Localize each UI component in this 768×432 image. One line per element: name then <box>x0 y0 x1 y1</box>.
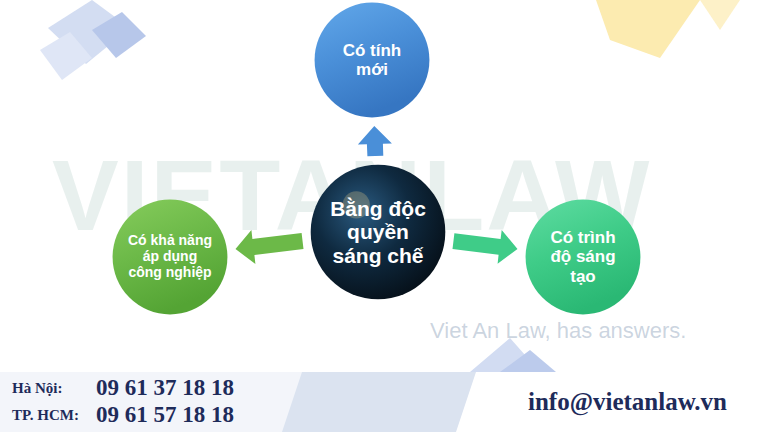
phone-number: 09 61 57 18 18 <box>96 402 234 428</box>
phone-number: 09 61 37 18 18 <box>96 375 234 401</box>
bottom-triangles <box>470 338 556 372</box>
corner-diamond <box>596 0 740 58</box>
criterion-circle: Có khả năng áp dụng công nghiệp <box>112 199 228 315</box>
email-address: info@vietanlaw.vn <box>528 388 727 416</box>
corner-squares <box>40 0 146 80</box>
circle-fill <box>113 200 228 315</box>
node-label: Có khả năng áp dụng công nghiệp <box>128 233 212 280</box>
patent-circle: Bằng độc quyền sáng chế <box>310 164 446 300</box>
watermark-slogan: Viet An Law, has answers. <box>430 318 686 344</box>
circle-fill <box>526 200 641 315</box>
criterion-circle: Có trình độ sáng tạo <box>525 199 641 315</box>
criterion-circle: Có tính mới <box>314 2 430 118</box>
footer-band <box>0 372 768 432</box>
text-holder: Bằng độc quyền sáng chế <box>310 164 446 300</box>
city-name: Hà Nội: <box>12 380 62 397</box>
circle-fill <box>311 165 446 300</box>
node-label: Có tính mới <box>333 41 411 79</box>
city-name: TP. HCM: <box>12 407 79 424</box>
node-label: Có trình độ sáng tạo <box>541 228 625 285</box>
node-label: Bằng độc quyền sáng chế <box>329 197 427 268</box>
text-holder: Có khả năng áp dụng công nghiệp <box>112 199 228 315</box>
circle-fill <box>315 3 430 118</box>
text-holder: Có tính mới <box>314 2 430 118</box>
text-holder: Có trình độ sáng tạo <box>525 199 641 315</box>
